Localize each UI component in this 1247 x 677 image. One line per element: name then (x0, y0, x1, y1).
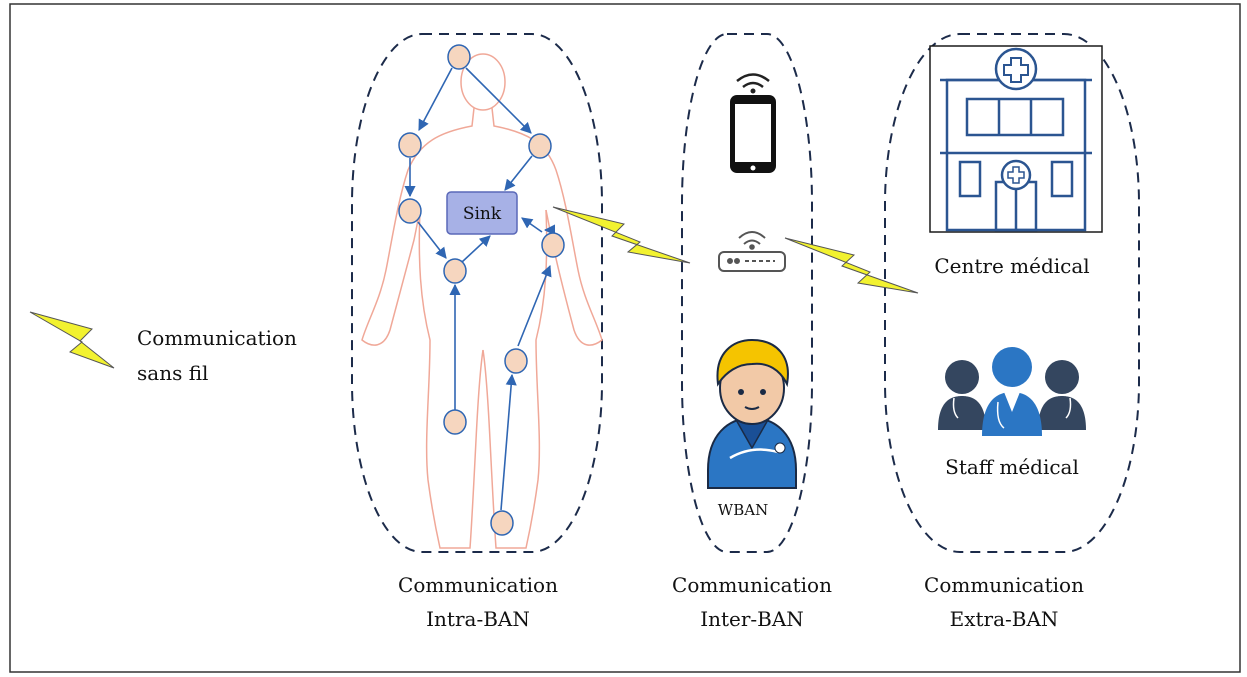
sensor-node (490, 510, 514, 536)
inter-ban-caption-line2: Inter-BAN (700, 607, 804, 631)
intra-ban-caption-line1: Communication (398, 573, 558, 597)
link-left-arm-to-hip (417, 221, 447, 259)
link-right-foot-to-knee (500, 373, 517, 511)
sensor-node (541, 232, 565, 258)
extra-ban-region (884, 33, 1140, 553)
sink-node: Sink (446, 191, 518, 235)
lightning-router-to-medical (784, 237, 919, 294)
sensor-node (398, 132, 422, 158)
lightning-sink-to-router (552, 206, 691, 264)
intra-ban-caption-line2: Intra-BAN (426, 607, 530, 631)
inter-ban-region (681, 33, 813, 553)
sink-label: Sink (463, 204, 502, 224)
link-right-shoulder-to-sink (504, 155, 533, 191)
intra-ban-region (351, 33, 603, 553)
wban-label: WBAN (718, 501, 768, 519)
link-head-right (465, 67, 532, 134)
link-left-hip-to-sink (461, 235, 491, 263)
extra-ban-caption-line2: Extra-BAN (950, 607, 1059, 631)
link-right-knee-to-hip (517, 264, 552, 347)
sensor-node (398, 198, 422, 224)
legend-line1: Communication (137, 326, 297, 350)
sensor-links (404, 67, 556, 511)
sensor-nodes (398, 44, 565, 536)
wifi-router-icon (718, 231, 786, 272)
patient-icon (707, 338, 797, 489)
sensor-node (443, 258, 467, 284)
extra-ban-caption-line1: Communication (924, 573, 1084, 597)
medical-staff-icon (938, 347, 1086, 436)
outer-frame (9, 3, 1241, 673)
centre-medical-label: Centre médical (934, 254, 1089, 278)
sensor-node (443, 409, 467, 435)
lightning-legend (29, 311, 115, 369)
sensor-node (528, 133, 552, 159)
link-head-left (418, 67, 453, 131)
lightning-icon (29, 206, 919, 369)
sensor-node (504, 348, 528, 374)
link-right-arm-to-sink (521, 217, 543, 233)
staff-medical-label: Staff médical (945, 455, 1079, 479)
sensor-node (447, 44, 471, 70)
hospital-icon (929, 45, 1103, 233)
legend-line2: sans fil (137, 361, 208, 385)
human-body-outline (361, 53, 603, 549)
smartphone-icon (730, 73, 776, 173)
inter-ban-caption-line1: Communication (672, 573, 832, 597)
